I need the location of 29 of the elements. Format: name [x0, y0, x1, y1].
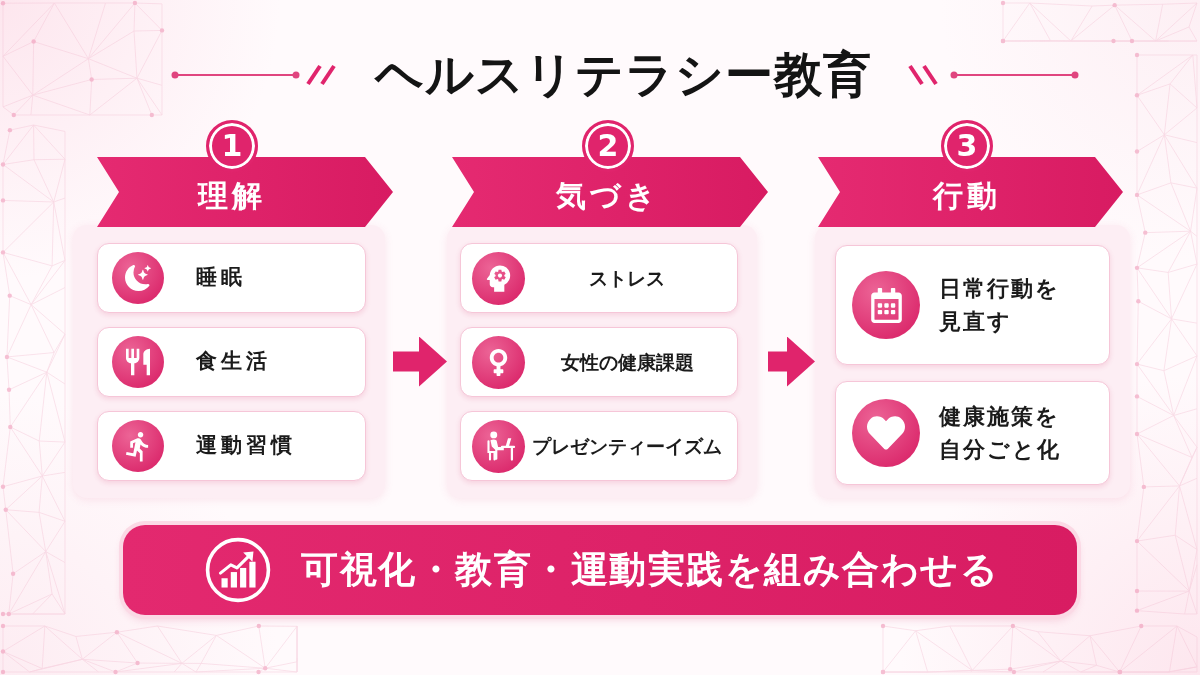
item-card — [835, 245, 1110, 365]
item-card — [460, 243, 738, 313]
arrow — [768, 336, 815, 387]
step-number: 1 — [206, 120, 258, 172]
item-card — [97, 243, 366, 313]
item-label: 運動習慣 — [196, 432, 296, 460]
item-label: プレゼンティーイズム — [532, 433, 722, 459]
item-label: 睡眠 — [196, 264, 246, 292]
item-card — [835, 381, 1110, 485]
step-number: 2 — [582, 120, 634, 172]
item-label: 健康施策を自分ごと化 — [939, 403, 1062, 464]
item-label: ストレス — [589, 265, 665, 291]
item-label: 食生活 — [196, 348, 271, 376]
step-number: 3 — [941, 120, 993, 172]
title: ヘルスリテラシー教育 — [374, 46, 872, 104]
stage-column — [815, 122, 1130, 498]
stage-title: 気づき — [556, 178, 660, 214]
item-card — [97, 327, 366, 397]
summary-text: 可視化・教育・運動実践を組み合わせる — [301, 547, 999, 593]
item-label: 女性の健康課題 — [560, 349, 694, 375]
stage-column — [447, 122, 768, 498]
item-card — [460, 411, 738, 481]
arrow — [393, 336, 447, 387]
stage-title: 理解 — [198, 178, 266, 214]
item-card — [460, 327, 738, 397]
item-label: 日常行動を見直す — [939, 275, 1061, 336]
stage-column — [73, 122, 393, 498]
stage-title: 行動 — [933, 178, 1001, 214]
item-card — [97, 411, 366, 481]
